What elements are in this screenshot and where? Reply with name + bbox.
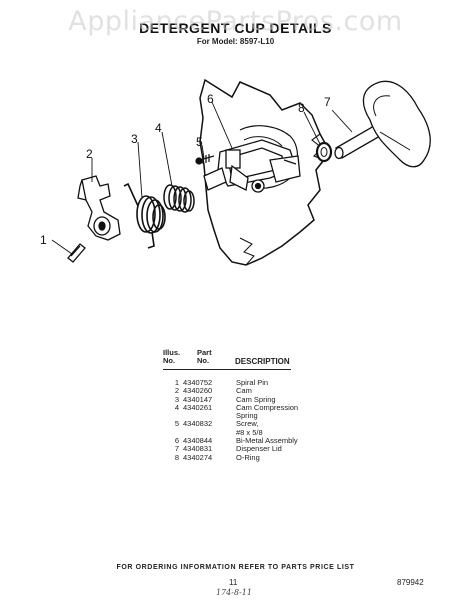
row-description: O-Ring <box>236 452 260 462</box>
row-part-no: 4340260 <box>183 386 213 396</box>
table-row: 2 4340260 Cam <box>163 386 343 396</box>
callout-3: 3 <box>131 132 138 146</box>
table-row: 3 4340147 Cam Spring <box>163 394 343 404</box>
row-part-no: 4340274 <box>183 452 213 462</box>
row-illus-no: 2 <box>174 386 179 396</box>
page-title: DETERGENT CUP DETAILS <box>139 20 332 36</box>
row-part-no: 4340831 <box>183 444 213 454</box>
callout-5: 5 <box>196 135 203 149</box>
leader-line-7 <box>331 109 353 133</box>
row-illus-no: 3 <box>174 394 179 404</box>
row-description: Cam Spring <box>236 394 276 404</box>
callout-2: 2 <box>86 147 93 161</box>
bimetal-assembly <box>203 139 301 193</box>
row-illus-no: 1 <box>174 378 179 387</box>
leader-line-4 <box>161 131 173 187</box>
screw <box>195 154 215 165</box>
table-row: 5 4340832 Screw, <box>163 419 343 429</box>
cam-compression-spring <box>163 184 195 213</box>
housing-inner-ring <box>243 136 283 147</box>
callout-6: 6 <box>207 92 214 106</box>
leader-line-3 <box>137 141 143 199</box>
callout-4: 4 <box>155 121 162 135</box>
leader-line-8 <box>303 111 321 145</box>
table-row: Spring <box>163 411 343 421</box>
spiral-pin <box>67 243 86 263</box>
leader-lines <box>51 101 353 255</box>
row-illus-no: 6 <box>174 436 179 446</box>
table-row: #8 x 5/8 <box>163 427 343 437</box>
table-row: 7 4340831 Dispenser Lid <box>163 444 343 454</box>
page-number: 11 <box>229 578 238 587</box>
row-description: Dispenser Lid <box>236 444 282 454</box>
row-description: Screw, <box>236 419 259 429</box>
table-row: 4 4340261 Cam Compression <box>163 402 343 412</box>
handwritten-note: 174-8-11 <box>216 588 252 597</box>
header-description: DESCRIPTION <box>235 357 290 366</box>
row-description: Cam Compression <box>236 402 299 412</box>
table-row: 8 4340274 O-Ring <box>163 452 343 462</box>
row-description: Cam <box>236 386 252 396</box>
callout-7: 7 <box>324 95 331 109</box>
callout-8: 8 <box>298 101 305 115</box>
header-part-no: Part No. <box>197 348 212 365</box>
parts-table: Illus. No. Part No. DESCRIPTION 1 434075… <box>163 349 343 462</box>
parts-table-rows: 1 4340752 Spiral Pin 2 4340260 Cam 3 434… <box>163 378 343 462</box>
row-illus-no: 8 <box>174 452 179 462</box>
row-description: Bi-Metal Assembly <box>236 436 298 446</box>
ordering-note: FOR ORDERING INFORMATION REFER TO PARTS … <box>116 564 355 571</box>
cam <box>77 175 121 241</box>
row-part-no: 4340752 <box>183 378 213 387</box>
dispenser-housing <box>199 78 331 266</box>
parts-table-header: Illus. No. Part No. DESCRIPTION <box>163 349 343 373</box>
dispenser-lid <box>334 80 431 168</box>
table-row: 6 4340844 Bi-Metal Assembly <box>163 436 343 446</box>
row-part-no: 4340261 <box>183 402 213 412</box>
row-part-no: 4340147 <box>183 394 213 404</box>
row-illus-no: 5 <box>174 419 179 429</box>
header-illus-no: Illus. No. <box>163 348 181 365</box>
row-part-no: 4340832 <box>183 419 213 429</box>
row-description: Spring <box>236 411 258 421</box>
leader-line-1 <box>51 239 73 255</box>
leader-line-6 <box>211 101 233 149</box>
leader-line-5 <box>201 144 205 159</box>
housing-break-edge-lower <box>239 237 255 266</box>
callout-1: 1 <box>40 233 47 247</box>
row-illus-no: 4 <box>174 402 179 412</box>
document-number: 879942 <box>397 578 424 587</box>
table-row: 1 4340752 Spiral Pin <box>163 378 343 387</box>
row-description: Spiral Pin <box>236 378 269 387</box>
row-description: #8 x 5/8 <box>236 427 263 437</box>
o-ring <box>315 141 333 163</box>
model-subtitle: For Model: 8597-L10 <box>196 37 275 46</box>
row-illus-no: 7 <box>174 444 179 454</box>
row-part-no: 4340844 <box>183 436 213 446</box>
header-rule <box>163 369 291 370</box>
cam-spring <box>123 182 166 249</box>
